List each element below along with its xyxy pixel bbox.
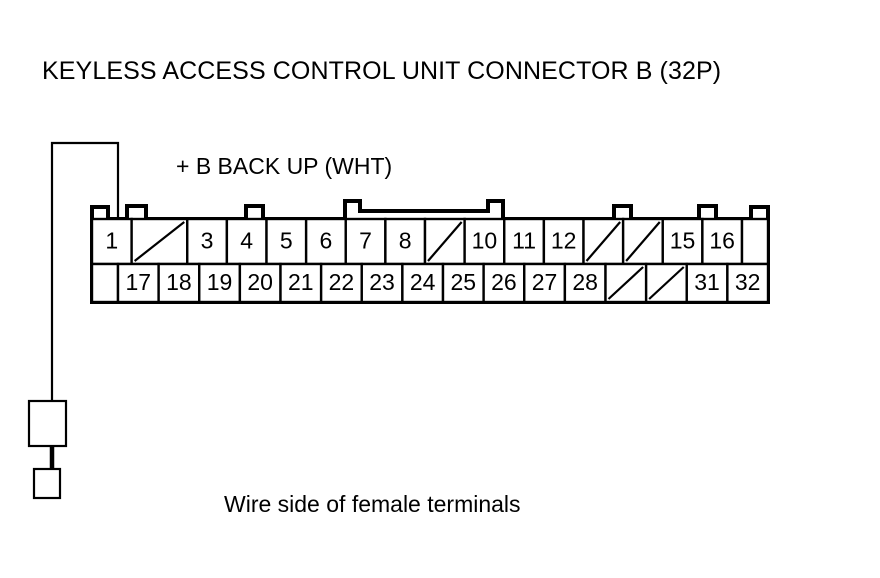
pin-number: 11 bbox=[512, 228, 536, 254]
pin-cell-14 bbox=[621, 217, 664, 266]
pin-cell-8: 8 bbox=[384, 217, 427, 266]
pin-number: 4 bbox=[240, 228, 253, 254]
pin-cell-10: 10 bbox=[463, 217, 506, 266]
pin-cell-box bbox=[238, 262, 282, 304]
pin-cell-18: 18 bbox=[157, 262, 201, 304]
pin-number: 3 bbox=[201, 228, 214, 254]
pin-cell-20: 20 bbox=[238, 262, 282, 304]
pin-cell-2 bbox=[130, 217, 189, 266]
pin-unused-slash bbox=[585, 221, 621, 262]
pin-cell-3: 3 bbox=[186, 217, 229, 266]
pin-cell-17: 17 bbox=[116, 262, 160, 304]
pin-cell-32: 32 bbox=[726, 262, 770, 304]
pin-cell-box bbox=[701, 217, 744, 266]
pin-cell-9 bbox=[423, 217, 466, 266]
pin-unused-slash bbox=[607, 266, 644, 300]
pin-number: 20 bbox=[247, 269, 273, 295]
pin-number: 27 bbox=[532, 269, 558, 295]
pin-cell-box bbox=[186, 217, 229, 266]
pin-cell-23: 23 bbox=[360, 262, 404, 304]
probe-terminal-large bbox=[27, 399, 68, 448]
pin-cell-box bbox=[441, 262, 485, 304]
wire-lead bbox=[50, 141, 120, 401]
pin-cell-22: 22 bbox=[319, 262, 363, 304]
pin-number: 31 bbox=[694, 269, 720, 295]
pin-number: 16 bbox=[709, 228, 735, 254]
pin-cell-16: 16 bbox=[701, 217, 744, 266]
pin-cell-25: 25 bbox=[441, 262, 485, 304]
view-caption: Wire side of female terminals bbox=[224, 491, 521, 517]
pin-cell-box bbox=[157, 262, 201, 304]
pin-number: 28 bbox=[572, 269, 598, 295]
pin-filler-cell-bottom-left bbox=[90, 262, 120, 304]
pin-cell-7: 7 bbox=[344, 217, 387, 266]
pin-cell-30 bbox=[644, 262, 688, 304]
pin-number: 19 bbox=[207, 269, 233, 295]
pin-filler-cell-top-right bbox=[740, 217, 770, 266]
pin-cell-28: 28 bbox=[563, 262, 607, 304]
pin-number: 8 bbox=[399, 228, 412, 254]
pin-cell-box bbox=[401, 262, 445, 304]
pin-number: 15 bbox=[670, 228, 696, 254]
pin-cell-box bbox=[726, 262, 770, 304]
pin-number: 7 bbox=[359, 228, 372, 254]
pin-number: 18 bbox=[166, 269, 192, 295]
pin-cell-box bbox=[198, 262, 242, 304]
pin-number: 25 bbox=[451, 269, 477, 295]
pin-unused-slash bbox=[133, 221, 185, 262]
pin-cell-6: 6 bbox=[304, 217, 347, 266]
pin-cell-box bbox=[116, 262, 160, 304]
pin-cell-4: 4 bbox=[225, 217, 268, 266]
pin-cell-box bbox=[384, 217, 427, 266]
pin-number: 21 bbox=[288, 269, 314, 295]
pin-number: 17 bbox=[126, 269, 152, 295]
pin-cell-12: 12 bbox=[542, 217, 585, 266]
pin-cell-box bbox=[319, 262, 363, 304]
pin-cell-31: 31 bbox=[685, 262, 729, 304]
pin-cell-box bbox=[225, 217, 268, 266]
pin-cell-box bbox=[344, 217, 387, 266]
page-title: KEYLESS ACCESS CONTROL UNIT CONNECTOR B … bbox=[42, 57, 722, 85]
pin-cell-21: 21 bbox=[279, 262, 323, 304]
pin-number: 26 bbox=[491, 269, 517, 295]
pin-cell-box bbox=[503, 217, 546, 266]
wire-circuit-label: + B BACK UP (WHT) bbox=[176, 153, 393, 179]
probe-terminal-small bbox=[32, 467, 62, 500]
pin-number: 6 bbox=[320, 228, 333, 254]
pin-cell-13 bbox=[582, 217, 625, 266]
pin-unused-slash bbox=[427, 221, 463, 262]
pin-number: 5 bbox=[280, 228, 293, 254]
pin-unused-slash bbox=[648, 266, 685, 300]
pin-cell-26: 26 bbox=[482, 262, 526, 304]
pin-cell-11: 11 bbox=[503, 217, 546, 266]
pin-cell-box bbox=[304, 217, 347, 266]
pin-cell-5: 5 bbox=[265, 217, 308, 266]
pin-cell-24: 24 bbox=[401, 262, 445, 304]
pin-cell-19: 19 bbox=[198, 262, 242, 304]
pin-cell-15: 15 bbox=[661, 217, 704, 266]
pin-number: 32 bbox=[735, 269, 761, 295]
pin-cell-27: 27 bbox=[523, 262, 567, 304]
pin-cell-box bbox=[523, 262, 567, 304]
pin-cell-1: 1 bbox=[90, 217, 133, 266]
pin-number: 23 bbox=[369, 269, 395, 295]
pin-number: 1 bbox=[105, 228, 118, 254]
pin-cell-29 bbox=[604, 262, 648, 304]
pin-number: 22 bbox=[329, 269, 355, 295]
pin-number: 10 bbox=[472, 228, 498, 254]
pin-cell-box bbox=[685, 262, 729, 304]
pin-number: 12 bbox=[551, 228, 577, 254]
pin-number: 24 bbox=[410, 269, 436, 295]
connector-housing bbox=[90, 199, 770, 304]
pin-unused-slash bbox=[625, 221, 661, 262]
